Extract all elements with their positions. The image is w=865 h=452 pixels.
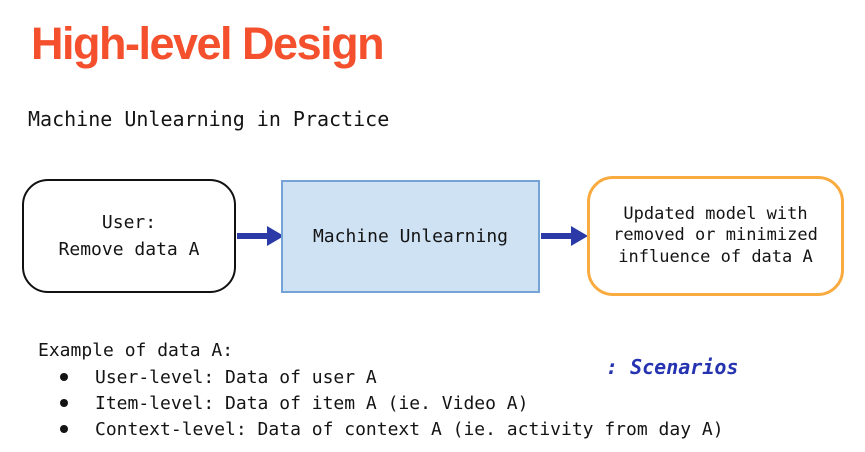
list-item: Item-level: Data of item A (ie. Video A) <box>38 390 724 416</box>
list-item-text: Context-level: Data of context A (ie. ac… <box>95 418 724 440</box>
flow-arrow-icon <box>541 226 588 246</box>
slide-subtitle: Machine Unlearning in Practice <box>28 107 390 131</box>
machine-unlearning-box: Machine Unlearning <box>281 180 540 293</box>
machine-unlearning-label: Machine Unlearning <box>312 226 509 247</box>
updated-model-line: removed or minimized <box>613 225 818 246</box>
bullet-icon <box>60 399 68 407</box>
scenarios-annotation: : Scenarios <box>606 355 739 379</box>
user-request-line: Remove data A <box>58 239 200 260</box>
updated-model-line: Updated model with <box>623 203 808 224</box>
bullet-icon <box>60 373 68 381</box>
list-item: Context-level: Data of context A (ie. ac… <box>38 416 724 442</box>
page-title: High-level Design <box>31 18 385 69</box>
list-item-text: Item-level: Data of item A (ie. Video A) <box>95 392 529 414</box>
example-heading: Example of data A: <box>38 340 234 361</box>
updated-model-box: Updated model with removed or minimized … <box>587 176 844 296</box>
bullet-icon <box>60 425 68 433</box>
user-request-box: User: Remove data A <box>22 179 236 293</box>
list-item-text: User-level: Data of user A <box>95 366 377 388</box>
updated-model-line: influence of data A <box>618 246 813 267</box>
list-item: User-level: Data of user A <box>38 364 724 390</box>
example-list: User-level: Data of user A Item-level: D… <box>38 364 724 442</box>
flow-arrow-icon <box>237 226 284 246</box>
user-request-line: User: <box>101 212 157 233</box>
example-notes: Example of data A: User-level: Data of u… <box>38 338 724 442</box>
